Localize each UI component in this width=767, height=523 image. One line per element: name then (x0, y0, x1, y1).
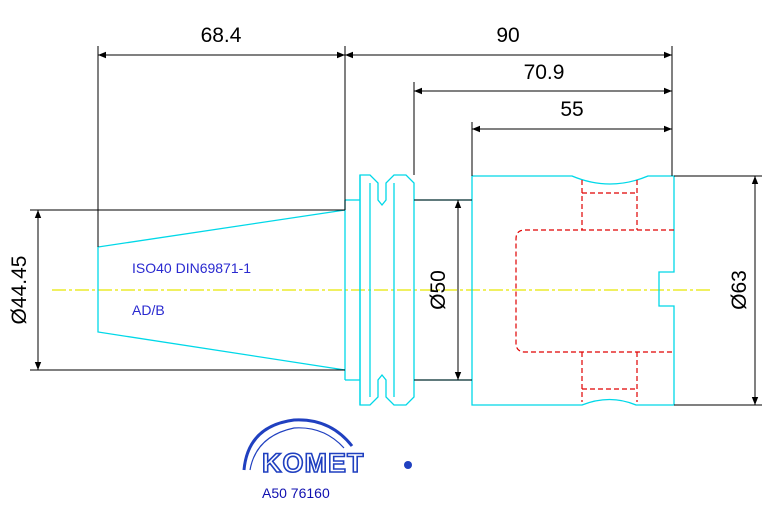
logo-brand-text: KOMET (262, 448, 365, 478)
komet-logo: KOMET (242, 418, 412, 479)
body-outline (471, 175, 675, 406)
taper-outline (97, 209, 346, 371)
dim-body-length: 55 (560, 98, 583, 121)
hidden-bore (515, 229, 674, 353)
dim-taper-diameter: Ø44.45 (8, 256, 31, 325)
hidden-lines (515, 180, 674, 402)
dim-taper-length: 68.4 (201, 24, 242, 47)
logo-arc (242, 418, 354, 471)
dim-flange-to-end: 70.9 (524, 61, 565, 84)
dim-overall-length: 90 (496, 24, 519, 47)
part-number: A50 76160 (262, 485, 330, 501)
dimension-lines (30, 46, 762, 406)
registered-mark-icon (404, 461, 412, 469)
standard-label: ISO40 DIN69871-1 (132, 260, 251, 276)
dim-collar-diameter: Ø50 (427, 270, 450, 310)
dim-body-diameter: Ø63 (728, 270, 751, 310)
variant-label: AD/B (132, 302, 165, 318)
